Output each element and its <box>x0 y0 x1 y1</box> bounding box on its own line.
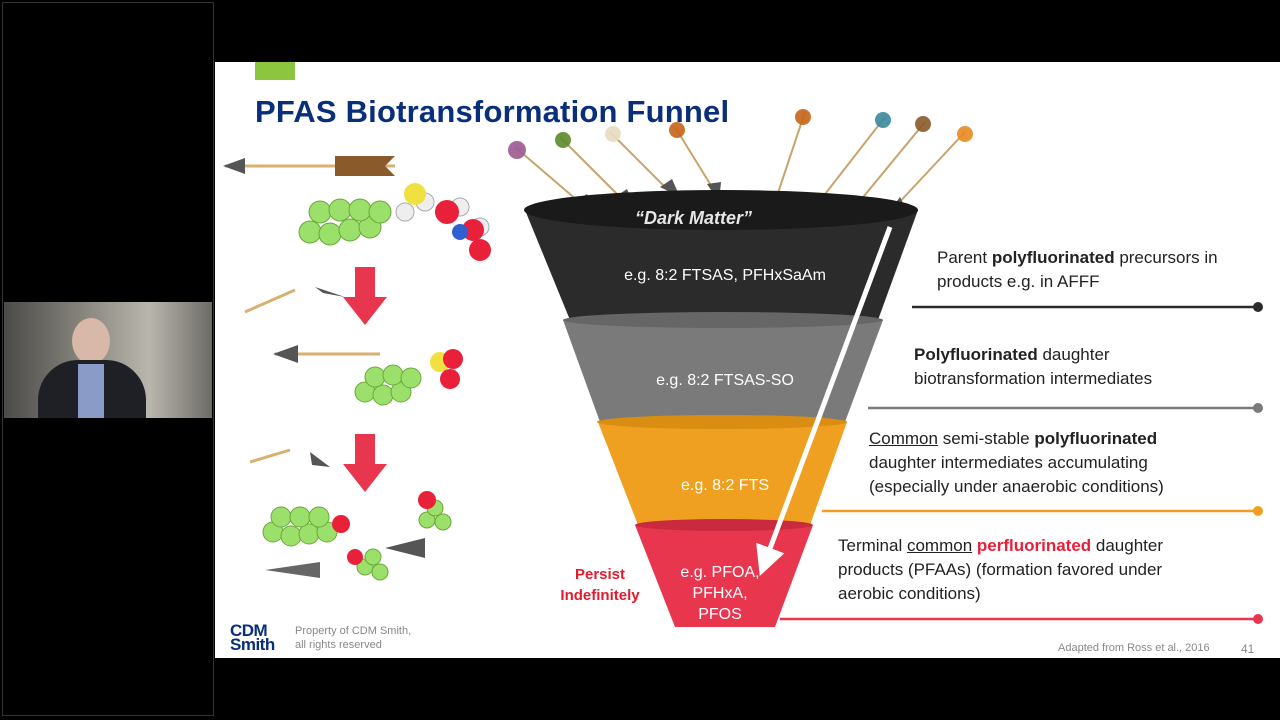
webcam-video[interactable] <box>4 302 212 418</box>
property-notice: Property of CDM Smith, all rights reserv… <box>295 625 412 651</box>
presentation-slide: PFAS Biotransformation Funnel “Dark Matt… <box>215 62 1280 658</box>
funnel-layer-2-text: e.g. 8:2 FTSAS-SO <box>656 372 794 389</box>
funnel-layer-1-text: e.g. 8:2 FTSAS, PFHxSaAm <box>624 267 826 284</box>
persist-label: Persist Indefinitely <box>560 566 640 604</box>
molecule-icons <box>223 156 491 581</box>
arrows-icon <box>514 111 966 208</box>
funnel-illustration <box>223 109 1263 627</box>
dark-matter-label: “Dark Matter” <box>635 208 753 228</box>
slide-title: PFAS Biotransformation Funnel <box>255 94 730 129</box>
video-sidebar <box>2 2 214 716</box>
label-semi-stable: Common semi-stable polyfluorinated daugh… <box>869 429 1164 496</box>
accent-bar <box>255 62 295 80</box>
slide-number: 41 <box>1241 642 1255 656</box>
label-daughter-intermediates: Polyfluorinated daughter biotransformati… <box>914 345 1153 388</box>
source-credit: Adapted from Ross et al., 2016 <box>1058 642 1210 654</box>
label-parent-precursors: Parent polyfluorinated precursors in pro… <box>937 248 1218 291</box>
funnel-layer-4-text: e.g. PFOA, PFHxA, PFOS <box>680 564 760 623</box>
label-terminal-products: Terminal common perfluorinated daughter … <box>838 536 1164 603</box>
funnel-layer-3-text: e.g. 8:2 FTS <box>680 477 770 494</box>
cdm-smith-logo: CDM Smith <box>230 621 275 654</box>
